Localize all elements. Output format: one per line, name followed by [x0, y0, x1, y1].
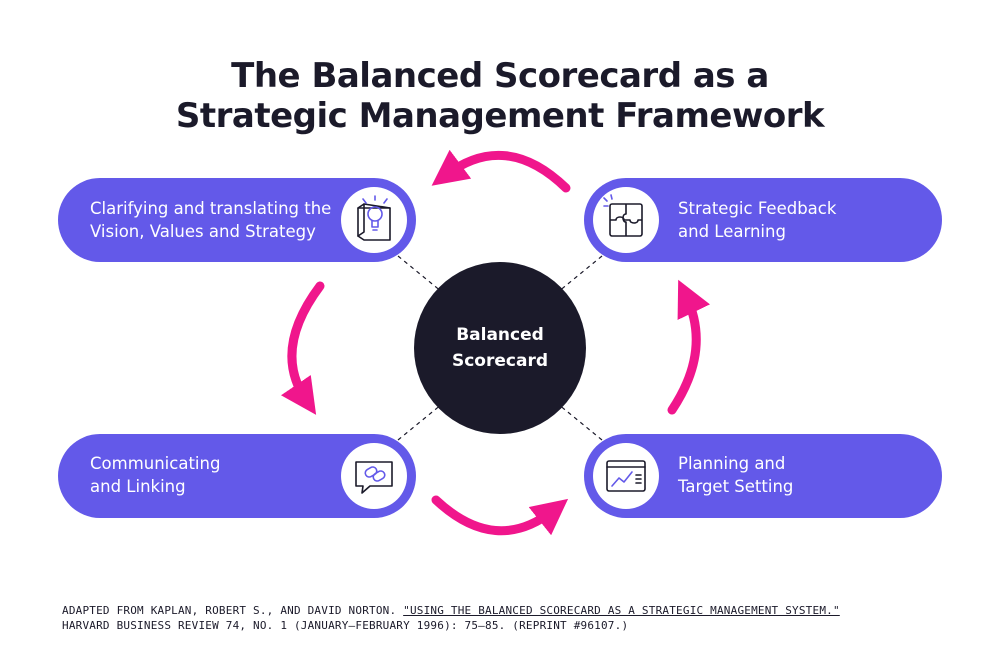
box-text-top-right: Strategic Feedback and Learning — [678, 197, 836, 243]
box-top-left-line-2: Vision, Values and Strategy — [90, 222, 316, 241]
box-top-right-line-1: Strategic Feedback — [678, 199, 837, 218]
box-top-left — [58, 178, 416, 262]
citation-link[interactable]: "USING THE BALANCED SCORECARD AS A STRAT… — [403, 604, 840, 617]
arrow-top — [431, 149, 571, 193]
connector-top-right — [557, 255, 603, 293]
box-bottom-right — [584, 434, 942, 518]
chart-dashboard-icon — [606, 460, 646, 492]
title-line-2: Strategic Management Framework — [175, 96, 825, 136]
page-title: The Balanced Scorecard as a Strategic Ma… — [0, 56, 1000, 136]
connector-bottom-right — [557, 403, 603, 441]
box-top-left-line-1: Clarifying and translating the — [90, 199, 332, 218]
connector-lines — [397, 255, 603, 441]
center-label: Balanced Scorecard — [414, 322, 586, 374]
box-text-bottom-left: Communicating and Linking — [90, 452, 220, 498]
box-bottom-left-line-1: Communicating — [90, 454, 221, 473]
box-bottom-right-line-2: Target Setting — [678, 477, 794, 496]
box-top-right — [584, 178, 942, 262]
citation: ADAPTED FROM KAPLAN, ROBERT S., AND DAVI… — [62, 603, 962, 633]
box-bottom-left — [58, 434, 416, 518]
center-line-1: Balanced — [456, 325, 544, 345]
cycle-arrows — [280, 149, 711, 536]
connector-top-left — [397, 255, 443, 293]
arrow-bottom — [431, 495, 569, 536]
connector-bottom-left — [397, 403, 443, 441]
citation-line-2: HARVARD BUSINESS REVIEW 74, NO. 1 (JANUA… — [62, 619, 629, 632]
box-text-top-left: Clarifying and translating the Vision, V… — [90, 197, 331, 243]
icon-circle-bottom-right — [593, 443, 659, 509]
arrow-right — [667, 279, 711, 415]
citation-line-1: ADAPTED FROM KAPLAN, ROBERT S., AND DAVI… — [62, 603, 962, 618]
box-bottom-left-line-2: and Linking — [90, 477, 186, 496]
title-line-1: The Balanced Scorecard as a — [231, 56, 769, 96]
puzzle-icon — [603, 194, 643, 237]
box-bottom-right-line-1: Planning and — [678, 454, 786, 473]
box-top-right-line-2: and Learning — [678, 222, 786, 241]
center-circle — [414, 262, 586, 434]
chat-link-icon — [355, 461, 393, 494]
center-line-2: Scorecard — [451, 351, 548, 371]
arrow-left — [280, 281, 325, 415]
icon-circle-top-left — [341, 187, 407, 253]
box-text-bottom-right: Planning and Target Setting — [678, 452, 793, 498]
lightbulb-blueprint-icon — [357, 195, 391, 241]
citation-prefix: ADAPTED FROM KAPLAN, ROBERT S., AND DAVI… — [62, 604, 404, 617]
